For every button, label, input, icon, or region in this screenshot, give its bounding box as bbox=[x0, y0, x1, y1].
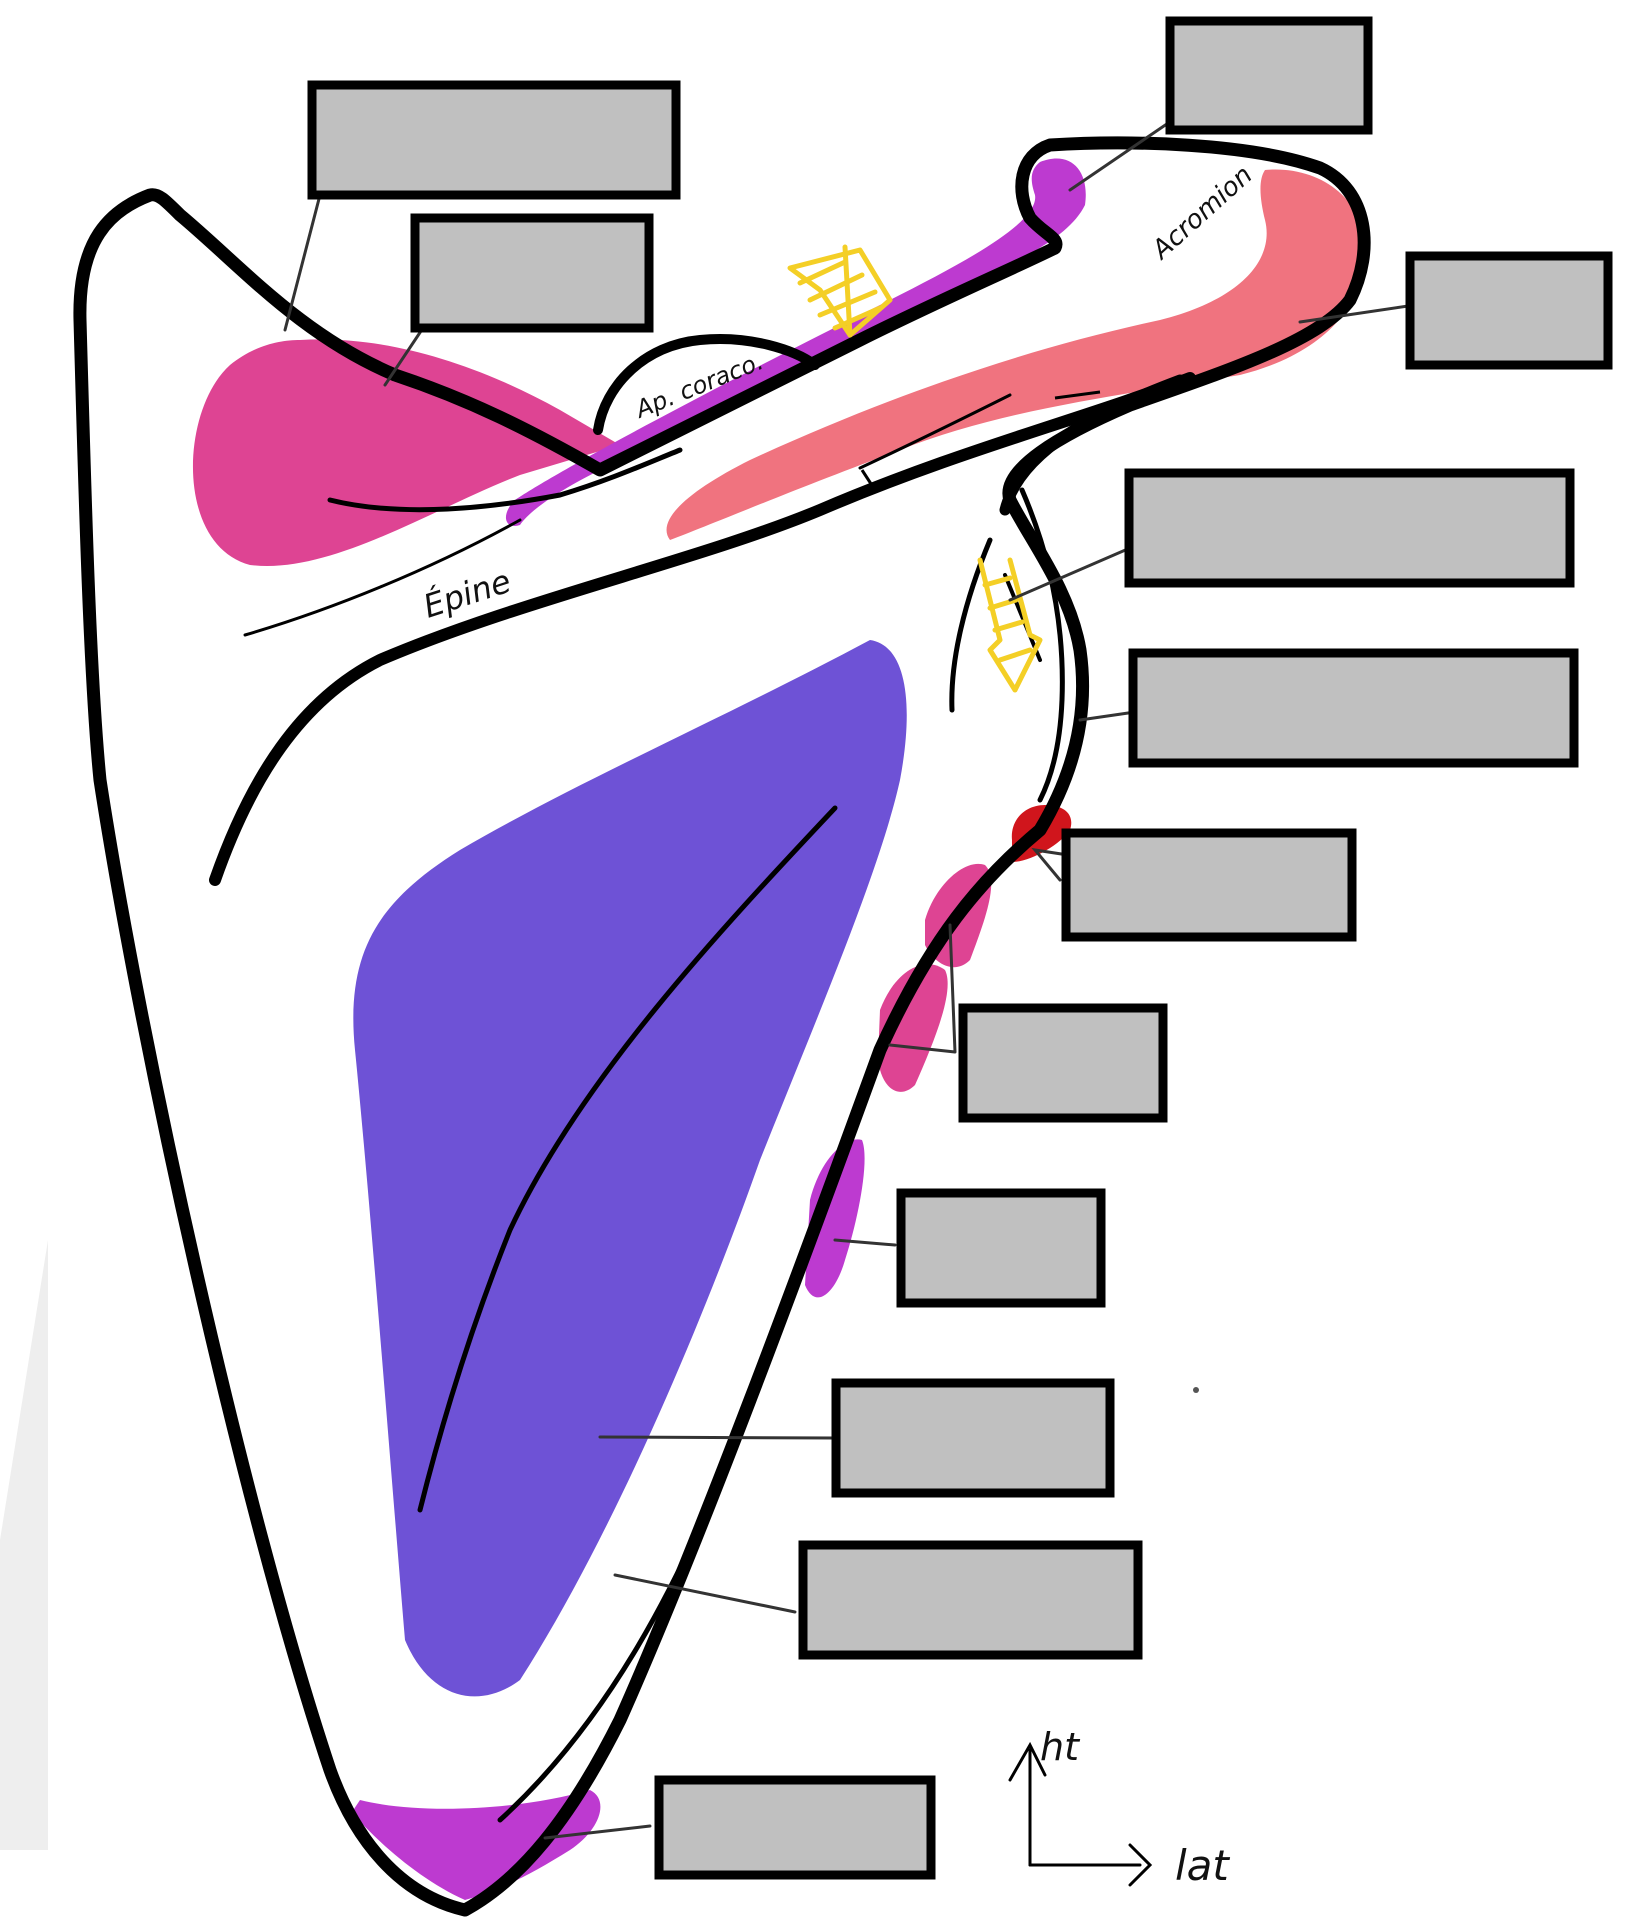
leader-7 bbox=[1031, 847, 1070, 882]
infraspinatus-fiber bbox=[417, 805, 838, 1513]
axis-lat-arrowhead bbox=[1128, 1843, 1153, 1887]
answer-box-8[interactable] bbox=[958, 1003, 1168, 1123]
answer-box-2[interactable] bbox=[410, 213, 654, 333]
spine-tick-2 bbox=[1054, 390, 1101, 400]
deltoid-attachment bbox=[666, 169, 1366, 540]
answer-box-1[interactable] bbox=[307, 80, 681, 200]
answer-boxes bbox=[307, 16, 1613, 1880]
lateral-border-inner bbox=[1019, 487, 1065, 803]
medial-lower-line bbox=[497, 1452, 733, 1823]
leader-1 bbox=[283, 193, 322, 332]
answer-box-3[interactable] bbox=[1165, 16, 1373, 135]
yellow-arrow-top bbox=[787, 244, 893, 338]
trapezius-acromial-band bbox=[505, 158, 1086, 526]
answer-box-6[interactable] bbox=[1128, 648, 1579, 768]
orientation-axes bbox=[1008, 1741, 1153, 1887]
leader-10 bbox=[598, 1435, 837, 1440]
teres-major-attachment bbox=[805, 1139, 865, 1298]
leader-12 bbox=[543, 1824, 652, 1840]
leader-lines bbox=[283, 113, 1417, 1840]
left-shadow bbox=[0, 1240, 48, 1850]
answer-box-9[interactable] bbox=[896, 1188, 1106, 1308]
teres-minor-attachment-2 bbox=[878, 964, 948, 1092]
axis-up-arrowhead bbox=[1008, 1741, 1047, 1782]
leader-6 bbox=[1078, 710, 1137, 722]
spine-line bbox=[243, 518, 522, 637]
label-axis-lat: lat bbox=[1175, 1841, 1230, 1890]
supraspinatus-area bbox=[192, 339, 620, 567]
answer-box-10[interactable] bbox=[831, 1378, 1115, 1498]
label-acromion: Acromion bbox=[1145, 160, 1258, 266]
yellow-arrow-lateral bbox=[977, 557, 1043, 693]
answer-box-7[interactable] bbox=[1061, 828, 1357, 942]
lateral-border-inner-3 bbox=[1003, 573, 1042, 662]
serratus-inferior-angle bbox=[352, 1790, 601, 1900]
leader-9 bbox=[833, 1238, 897, 1247]
spine-tick bbox=[860, 469, 877, 491]
supraspinatus-fiber bbox=[327, 447, 683, 513]
label-axis-up: ht bbox=[1040, 1725, 1081, 1769]
leader-8 bbox=[888, 923, 957, 1054]
leader-4 bbox=[1298, 303, 1417, 324]
infraspinatus-area bbox=[353, 640, 907, 1697]
lateral-border-inner-2 bbox=[949, 537, 993, 713]
leader-11 bbox=[613, 1573, 797, 1614]
answer-box-11[interactable] bbox=[798, 1540, 1143, 1660]
stray-dot bbox=[1193, 1387, 1199, 1393]
answer-box-4[interactable] bbox=[1405, 251, 1613, 370]
leader-5 bbox=[1008, 546, 1132, 602]
spine-lower-edge bbox=[209, 372, 1196, 886]
leader-3 bbox=[1068, 113, 1182, 192]
answer-box-5[interactable] bbox=[1124, 468, 1575, 588]
coracoid-process bbox=[593, 334, 820, 435]
spine-line-2 bbox=[858, 393, 1012, 470]
leader-2 bbox=[383, 323, 427, 387]
glenoid-neck-edge bbox=[999, 374, 1186, 516]
answer-box-12[interactable] bbox=[654, 1775, 936, 1880]
scapula-outline bbox=[73, 136, 1371, 1917]
